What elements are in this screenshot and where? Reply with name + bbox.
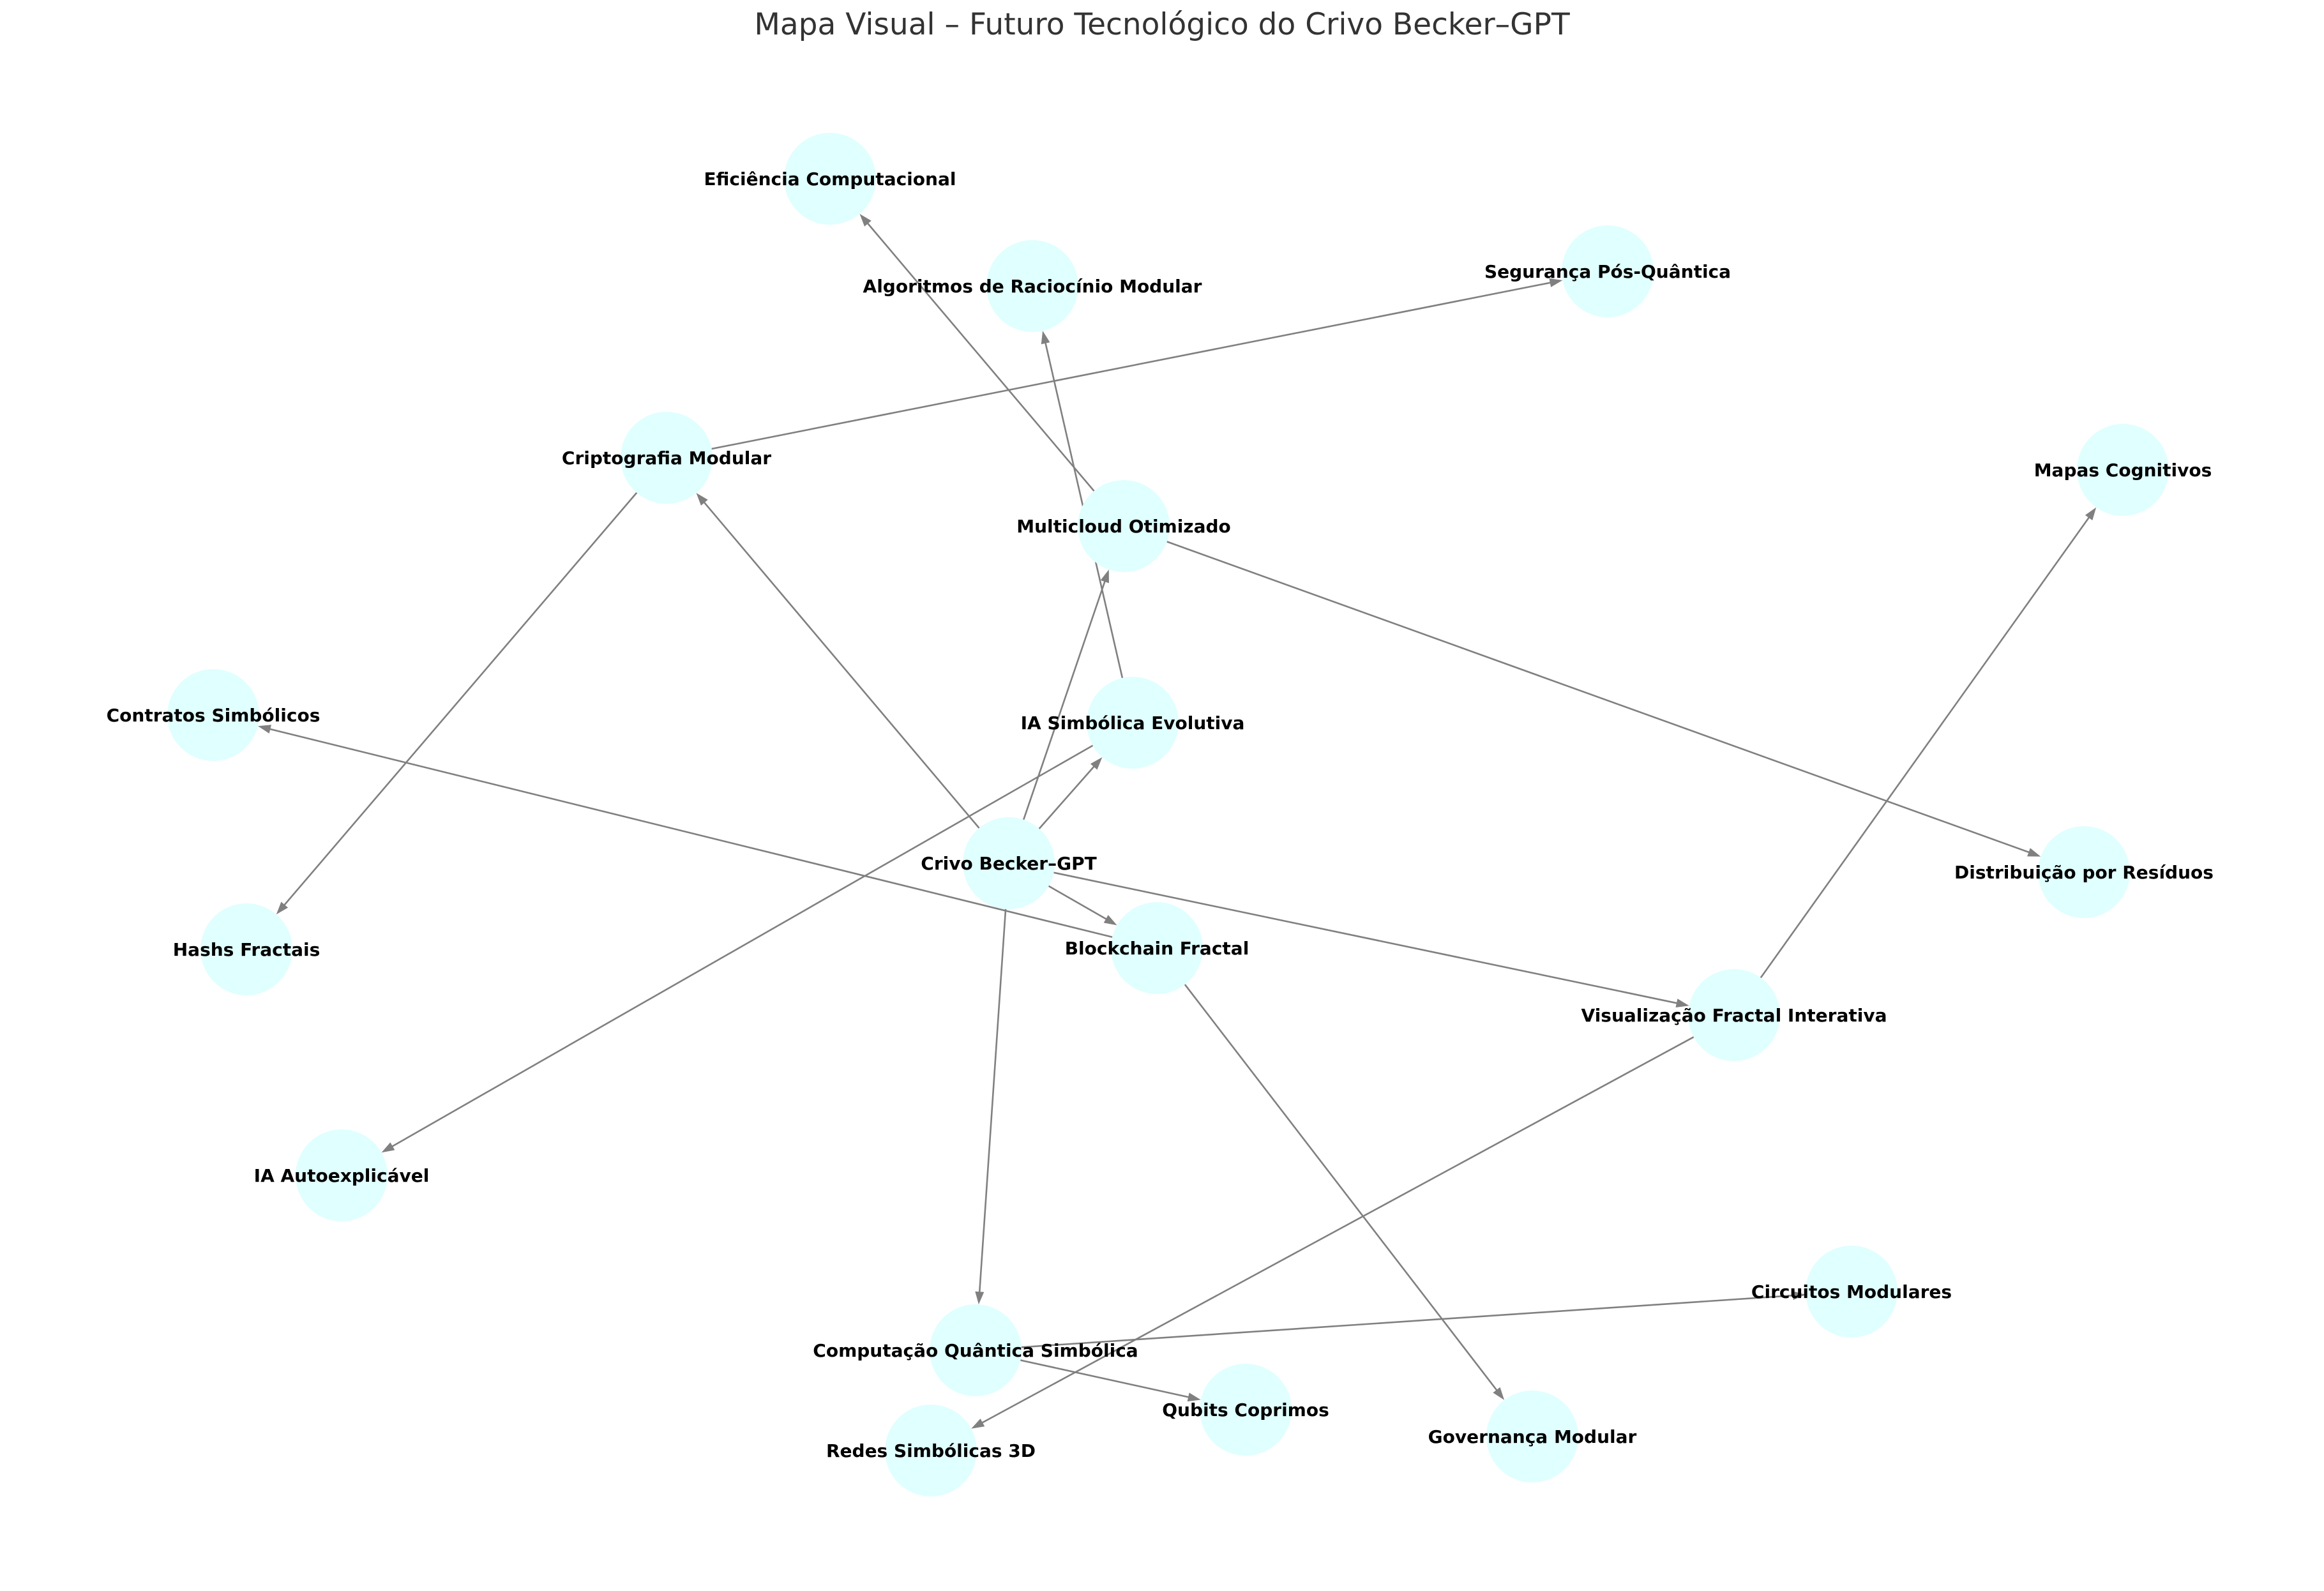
node-label-ia_simbolica: IA Simbólica Evolutiva (1021, 713, 1245, 734)
node-visualizacao[interactable] (1688, 969, 1780, 1061)
node-contratos[interactable] (167, 669, 259, 761)
node-label-seguranca: Segurança Pós-Quântica (1484, 261, 1731, 282)
arrowhead-icon (1675, 999, 1689, 1007)
node-blockchain[interactable] (1111, 902, 1203, 994)
node-label-eficiencia: Eficiência Computacional (704, 169, 956, 190)
node-label-qubits: Qubits Coprimos (1162, 1399, 1329, 1421)
edge-line (1048, 885, 1112, 923)
node-label-ia_auto: IA Autoexplicável (254, 1165, 430, 1186)
edge-ia_simbolica-ia_auto (381, 744, 1094, 1153)
arrowhead-icon (2027, 848, 2041, 857)
arrowhead-icon (1792, 1291, 1806, 1301)
node-label-governanca: Governança Modular (1428, 1426, 1637, 1447)
edge-line (863, 218, 1095, 492)
node-computacao[interactable] (930, 1304, 1022, 1396)
arrowhead-icon (2085, 507, 2097, 520)
arrowhead-icon (1187, 1392, 1201, 1402)
arrowhead-icon (381, 1142, 395, 1153)
node-ia_auto[interactable] (296, 1129, 388, 1221)
arrowhead-icon (696, 493, 708, 506)
edges-layer (257, 213, 2097, 1429)
edge-visualizacao-mapas (1760, 507, 2097, 979)
edge-line (1021, 1294, 1800, 1348)
node-hashs[interactable] (200, 903, 292, 995)
node-eficiencia[interactable] (784, 133, 876, 225)
edge-multicloud-eficiencia (859, 213, 1095, 492)
node-label-crivo: Crivo Becker–GPT (921, 853, 1096, 874)
node-algoritmos[interactable] (986, 240, 1078, 332)
node-label-algoritmos: Algoritmos de Raciocínio Modular (863, 276, 1202, 297)
node-label-redes: Redes Simbólicas 3D (826, 1440, 1036, 1461)
arrowhead-icon (1090, 757, 1103, 770)
edge-line (1038, 761, 1099, 829)
arrowhead-icon (1041, 331, 1050, 345)
node-criptografia[interactable] (621, 412, 713, 504)
edge-line (1023, 575, 1108, 820)
node-label-distribuicao: Distribuição por Resíduos (1954, 862, 2214, 883)
edge-line (1760, 512, 2094, 979)
labels-layer: Crivo Becker–GPT Criptografia ModularMult… (107, 169, 2214, 1461)
node-label-multicloud: Multicloud Otimizado (1016, 516, 1231, 537)
edge-blockchain-governanca (1184, 984, 1505, 1400)
node-ia_simbolica[interactable] (1087, 677, 1179, 769)
edge-line (699, 497, 980, 829)
edge-line (386, 744, 1094, 1150)
edge-line (1020, 1359, 1195, 1399)
edge-crivo-multicloud (1023, 569, 1109, 820)
edge-line (711, 280, 1557, 450)
edge-line (280, 492, 638, 910)
arrowhead-icon (971, 1418, 985, 1429)
node-redes[interactable] (885, 1405, 977, 1497)
edge-criptografia-hashs (276, 492, 638, 915)
diagram-title: Mapa Visual – Futuro Tecnológico do Criv… (754, 7, 1570, 42)
node-label-contratos: Contratos Simbólicos (107, 705, 321, 726)
edge-crivo-ia_simbolica (1038, 757, 1103, 829)
arrowhead-icon (859, 213, 871, 227)
nodes-layer (167, 133, 2169, 1497)
arrowhead-icon (975, 1291, 985, 1305)
node-label-criptografia: Criptografia Modular (562, 448, 771, 469)
arrowhead-icon (257, 725, 271, 734)
edge-criptografia-seguranca (711, 278, 1563, 450)
edge-line (264, 727, 1113, 938)
node-seguranca[interactable] (1562, 225, 1654, 317)
node-label-circuitos: Circuitos Modulares (1751, 1281, 1952, 1302)
node-crivo[interactable] (963, 817, 1055, 909)
edge-crivo-blockchain (1048, 885, 1117, 926)
edge-line (1166, 541, 2035, 856)
edge-visualizacao-redes (971, 1036, 1694, 1429)
node-circuitos[interactable] (1806, 1246, 1898, 1338)
edge-computacao-circuitos (1021, 1291, 1806, 1348)
arrowhead-icon (1549, 278, 1563, 287)
node-governanca[interactable] (1486, 1391, 1578, 1482)
node-label-hashs: Hashs Fractais (173, 939, 321, 960)
node-distribuicao[interactable] (2038, 826, 2130, 918)
arrowhead-icon (1493, 1387, 1505, 1400)
node-label-blockchain: Blockchain Fractal (1065, 938, 1249, 959)
node-mapas[interactable] (2077, 424, 2169, 516)
edge-blockchain-contratos (257, 725, 1113, 938)
edge-line (1184, 984, 1502, 1396)
edge-multicloud-distribuicao (1166, 541, 2041, 857)
node-qubits[interactable] (1200, 1364, 1292, 1456)
arrowhead-icon (276, 901, 289, 915)
edge-line (978, 909, 1007, 1299)
edge-crivo-criptografia (696, 493, 980, 829)
edge-line (976, 1036, 1694, 1427)
node-label-visualizacao: Visualização Fractal Interativa (1581, 1005, 1887, 1026)
edge-crivo-visualizacao (1053, 871, 1689, 1007)
node-label-mapas: Mapas Cognitivos (2034, 460, 2212, 481)
arrowhead-icon (1103, 915, 1117, 926)
arrowhead-icon (1100, 569, 1109, 584)
edge-computacao-qubits (1020, 1359, 1201, 1402)
node-multicloud[interactable] (1078, 480, 1170, 572)
edge-crivo-computacao (975, 909, 1007, 1305)
edge-line (1053, 871, 1684, 1006)
node-label-computacao: Computação Quântica Simbólica (813, 1340, 1138, 1361)
